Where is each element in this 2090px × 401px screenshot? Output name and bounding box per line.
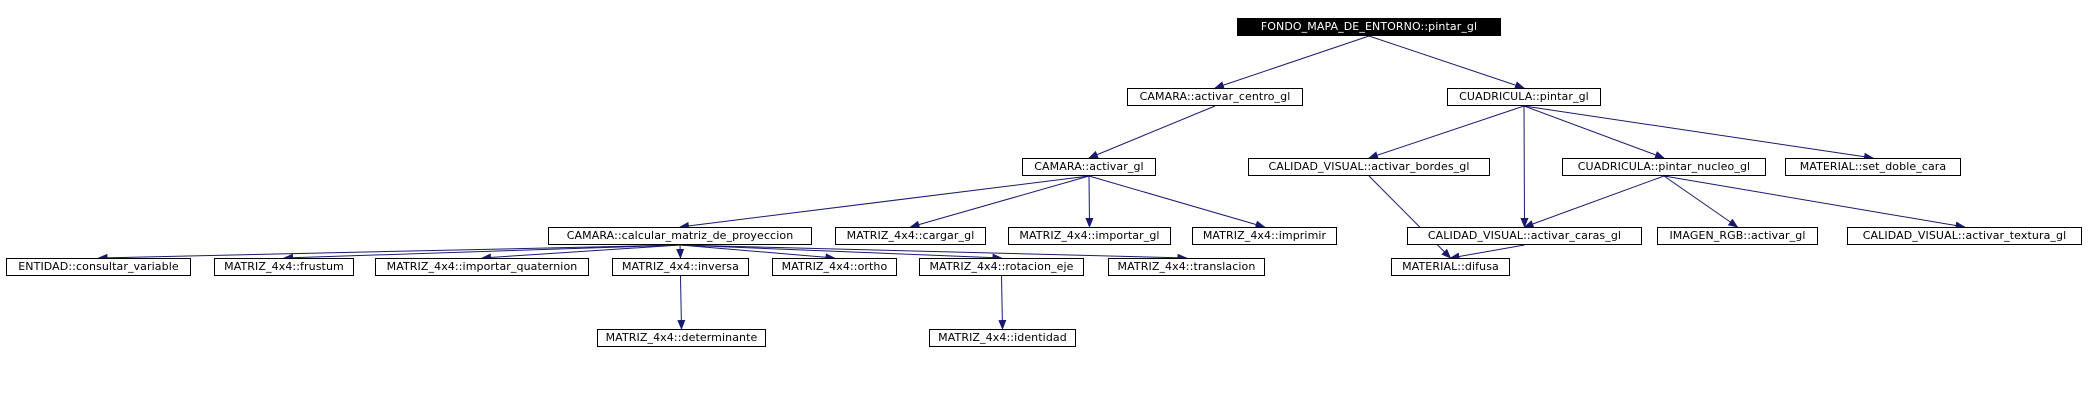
node-matriz-4x4-ortho[interactable]: MATRIZ_4x4::ortho [772,258,897,276]
node-matriz-4x4-importar-gl[interactable]: MATRIZ_4x4::importar_gl [1008,227,1171,245]
edge-cuad_pintar-to-cv_bordes [1368,105,1525,159]
edge-root-to-cuad_pintar [1368,35,1525,89]
node-calidad-visual-activar-textura-gl[interactable]: CALIDAD_VISUAL::activar_textura_gl [1847,227,2082,245]
node-matriz-4x4-rotacion-eje[interactable]: MATRIZ_4x4::rotacion_eje [919,258,1084,276]
node-camara-activar-centro-gl[interactable]: CAMARA::activar_centro_gl [1127,88,1303,106]
node-calidad-visual-activar-bordes-gl[interactable]: CALIDAD_VISUAL::activar_bordes_gl [1248,158,1490,176]
edge-cv_bordes-to-mat_difusa [1368,175,1452,259]
node-matriz-4x4-determinante[interactable]: MATRIZ_4x4::determinante [597,329,766,347]
edge-root-to-cam_centro [1214,35,1370,89]
edge-cuad_nucleo-to-img_rgb [1663,175,1739,228]
edge-cv_caras-to-mat_difusa [1449,244,1525,261]
edge-cam_activar-to-m_cargar [909,175,1090,229]
node-matriz-4x4-translacion[interactable]: MATRIZ_4x4::translacion [1108,258,1265,276]
node-matriz-4x4-cargar-gl[interactable]: MATRIZ_4x4::cargar_gl [835,227,986,245]
edge-cuad_pintar-to-cv_caras [1520,105,1529,228]
edge-cam_calc-to-m_traslacion [679,244,1188,262]
node-calidad-visual-activar-caras-gl[interactable]: CALIDAD_VISUAL::activar_caras_gl [1407,227,1642,245]
edge-cam_calc-to-m_inversa [676,244,685,259]
edge-m_inversa-to-m_determinante [677,275,686,330]
node-camara-calcular-matriz-de-proyeccion[interactable]: CAMARA::calcular_matriz_de_proyeccion [548,227,812,245]
edge-cam_calc-to-m_rotacion [679,244,1003,262]
edge-cam_activar-to-cam_calc [679,175,1090,230]
node-matriz-4x4-importar-quaternion[interactable]: MATRIZ_4x4::importar_quaternion [375,258,589,276]
node-imagen-rgb-activar-gl[interactable]: IMAGEN_RGB::activar_gl [1657,227,1818,245]
edge-cuad_pintar-to-cuad_nucleo [1523,105,1665,159]
node-fondo-mapa-de-entorno-pintar-gl[interactable]: FONDO_MAPA_DE_ENTORNO::pintar_gl [1237,18,1501,36]
node-cuadricula-pintar-gl[interactable]: CUADRICULA::pintar_gl [1447,88,1601,106]
edge-cam_calc-to-m_frustum [283,244,681,262]
node-material-difusa[interactable]: MATERIAL::difusa [1391,258,1510,276]
edge-cam_activar-to-m_importar [1085,175,1094,228]
edge-cam_activar-to-m_imprimir [1088,175,1266,229]
edge-cam_centro-to-cam_activar [1088,105,1216,159]
node-matriz-4x4-frustum[interactable]: MATRIZ_4x4::frustum [214,258,354,276]
node-matriz-4x4-identidad[interactable]: MATRIZ_4x4::identidad [929,329,1076,347]
node-matriz-4x4-inversa[interactable]: MATRIZ_4x4::inversa [612,258,749,276]
edge-cuad_pintar-to-mat_doble [1523,105,1874,161]
node-camara-activar-gl[interactable]: CAMARA::activar_gl [1022,158,1156,176]
edge-cam_calc-to-ent_consultar [97,244,681,262]
edge-m_rotacion-to-m_identidad [998,275,1007,330]
node-cuadricula-pintar-nucleo-gl[interactable]: CUADRICULA::pintar_nucleo_gl [1562,158,1766,176]
edge-cuad_nucleo-to-cv_textura [1663,175,1966,230]
edge-cam_calc-to-m_ortho [679,244,836,262]
node-matriz-4x4-imprimir[interactable]: MATRIZ_4x4::imprimir [1192,227,1337,245]
node-entidad-consultar-variable[interactable]: ENTIDAD::consultar_variable [6,258,191,276]
edge-cuad_nucleo-to-cv_caras [1523,175,1665,228]
edge-cam_calc-to-m_quat [481,244,681,262]
node-material-set-doble-cara[interactable]: MATERIAL::set_doble_cara [1785,158,1961,176]
